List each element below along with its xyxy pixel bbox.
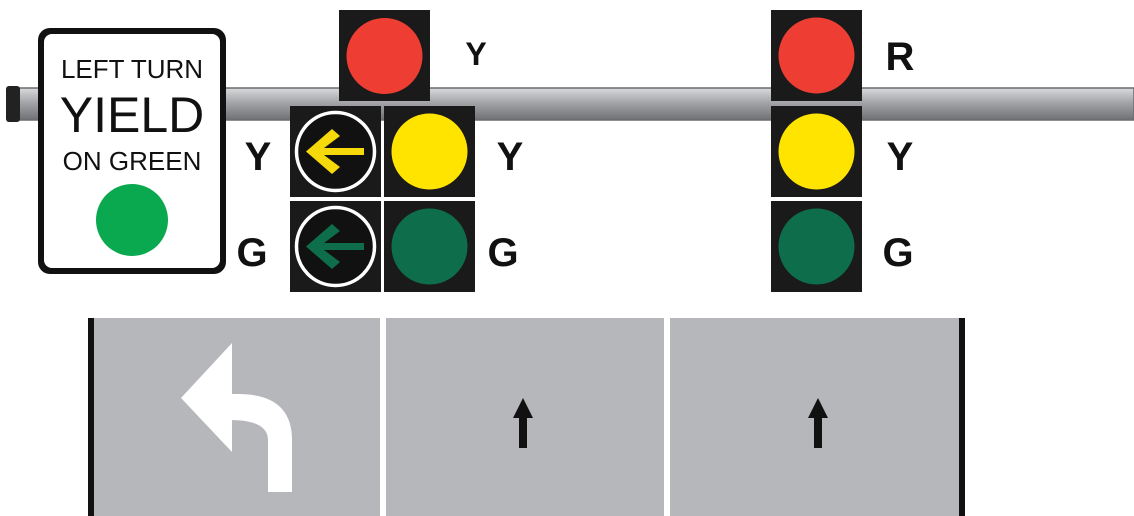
road-edge-left <box>88 318 94 516</box>
roadway <box>88 318 965 516</box>
road-edge-right <box>959 318 965 516</box>
sign-line-2: YIELD <box>60 87 205 143</box>
label-left-ball-green: G <box>487 231 518 275</box>
label-left-ball-yellow: Y <box>497 135 524 179</box>
yellow-ball-icon <box>391 113 468 190</box>
left-turn-arrow-icon <box>181 343 292 492</box>
label-left-arrow-green: G <box>236 231 267 275</box>
yellow-left-arrow-icon <box>306 129 364 174</box>
yellow-ball-icon <box>778 113 855 190</box>
label-left-arrow-yellow: Y <box>245 135 272 179</box>
left-turn-yield-sign: LEFT TURN YIELD ON GREEN <box>38 28 226 274</box>
left-arrow-signal-column <box>290 106 381 292</box>
straight-arrow-icon <box>513 398 533 448</box>
left-ball-signal-column <box>384 106 475 292</box>
label-right-yellow: Y <box>887 135 914 179</box>
label-right-red: R <box>886 35 915 79</box>
label-left-red: Y <box>465 36 486 72</box>
green-ball-icon <box>778 208 855 285</box>
label-right-green: G <box>882 231 913 275</box>
sign-line-3: ON GREEN <box>63 146 202 176</box>
green-ball-indicator-icon <box>96 184 168 256</box>
green-ball-icon <box>391 208 468 285</box>
red-ball-icon <box>778 17 855 94</box>
straight-arrow-icon <box>808 398 828 448</box>
lane-line <box>664 318 670 516</box>
green-left-arrow-icon <box>306 224 364 269</box>
left-red-signal-head <box>339 10 430 101</box>
sign-line-1: LEFT TURN <box>61 54 203 84</box>
right-signal-head <box>771 10 862 292</box>
red-ball-icon <box>346 18 423 94</box>
lane-line <box>380 318 386 516</box>
